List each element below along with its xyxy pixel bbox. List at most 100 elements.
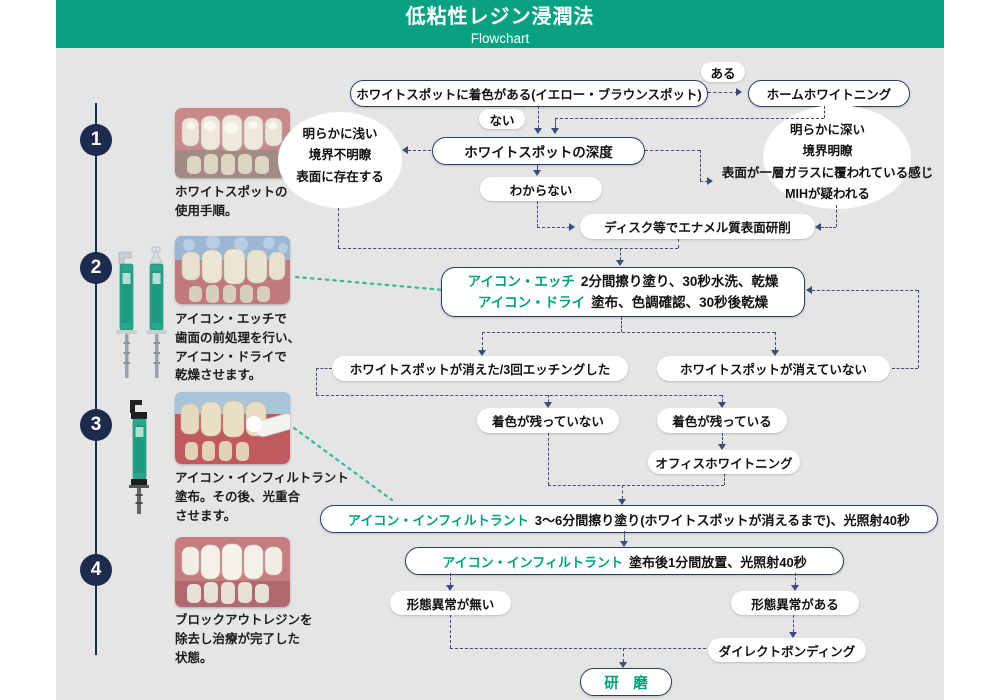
flow-connector <box>450 573 451 585</box>
arrowhead <box>815 223 821 231</box>
arrowhead <box>789 632 797 638</box>
flow-connector <box>482 332 775 333</box>
arrowhead <box>402 146 408 154</box>
photo-step4-finished <box>175 537 290 607</box>
flow-connector <box>824 106 825 118</box>
arrowhead <box>616 260 624 266</box>
arrowhead <box>620 541 628 547</box>
step2-caption: アイコン・エッチで 歯面の前処理を行い、 アイコン・ドライで 乾燥させます。 <box>175 312 301 383</box>
flow-connector <box>722 433 723 444</box>
node-infiltrant-wait: アイコン・インフィルトラント塗布後1分間放置、光照射40秒 <box>405 547 844 575</box>
page-header: 低粘性レジン浸潤法 Flowchart <box>56 0 944 48</box>
flow-connector <box>700 181 708 182</box>
flow-connector <box>548 485 724 486</box>
arrowhead <box>806 286 812 294</box>
step-number-4: 4 <box>80 554 112 586</box>
node-spot-depth: ホワイトスポットの深度 <box>432 137 645 165</box>
flow-connector <box>555 118 556 128</box>
arrowhead <box>707 177 713 185</box>
arrowhead <box>446 585 454 591</box>
step4-caption: ブロックアウトレジンを 除去し治療が完了した 状態。 <box>175 613 313 665</box>
node-start: ホワイトスポットに着色がある(イエロー・ブラウンスポット) <box>350 80 708 107</box>
flow-connector <box>821 227 836 228</box>
arrowhead <box>771 350 779 356</box>
flow-connector <box>623 648 624 662</box>
shallow-bubble <box>278 112 402 208</box>
step-rail-line <box>95 103 97 655</box>
node-spot-gone: ホワイトスポットが消えた/3回エッチングした <box>332 356 628 381</box>
arrowhead <box>534 128 542 134</box>
flow-connector <box>918 290 919 368</box>
arrowhead <box>718 444 726 450</box>
flow-connector <box>450 615 451 648</box>
arrowhead <box>619 662 627 668</box>
shallow-text: 明らかに浅い 境界不明瞭 表面に存在する <box>296 127 384 184</box>
flow-connector <box>892 368 918 369</box>
step-number-3: 3 <box>80 409 112 441</box>
node-office-whitening: オフィスホワイトニング <box>648 450 800 474</box>
step-number-1: 1 <box>80 124 112 156</box>
node-shape-ok: 形態異常が無い <box>390 591 511 615</box>
step1-caption: ホワイトスポットの 使用手順。 <box>175 185 288 218</box>
arrowhead <box>551 128 559 134</box>
flow-connector <box>621 317 622 332</box>
flow-connector <box>645 150 700 151</box>
arrowhead <box>618 499 626 505</box>
flow-connector <box>548 433 549 485</box>
flow-connector <box>775 332 776 350</box>
arrowhead <box>791 585 799 591</box>
photo-step2-etch-gel <box>175 236 290 304</box>
flow-connector <box>812 290 918 291</box>
arrowhead <box>718 402 726 408</box>
arrowhead <box>569 223 575 231</box>
node-home-whitening: ホームホワイトニング <box>748 80 910 107</box>
flow-connector <box>678 239 679 248</box>
node-grind: ディスク等でエナメル質表面研削 <box>580 214 815 239</box>
node-spot-not-gone: ホワイトスポットが消えていない <box>657 356 890 381</box>
flow-connector <box>624 531 625 541</box>
flow-connector <box>620 248 621 260</box>
flow-connector <box>793 615 794 632</box>
node-direct-bonding: ダイレクトボンディング <box>708 638 866 662</box>
flow-connector <box>622 485 623 499</box>
flow-connector <box>537 227 570 228</box>
deep-bubble <box>763 105 911 209</box>
flow-connector <box>555 118 824 119</box>
arrowhead <box>533 170 541 176</box>
flow-connector <box>316 368 332 369</box>
node-stain-none: 着色が残っていない <box>477 408 619 433</box>
flow-connector <box>548 395 549 402</box>
flow-connector <box>708 92 738 93</box>
label-nai: ない <box>479 109 525 129</box>
flow-connector <box>338 208 339 248</box>
arrowhead <box>478 350 486 356</box>
node-stain-remains: 着色が残っている <box>657 408 787 433</box>
flow-connector <box>538 106 539 128</box>
page-subtitle: Flowchart <box>470 31 530 46</box>
flow-connector <box>316 368 317 395</box>
step-number-2: 2 <box>80 252 112 284</box>
flow-connector <box>408 150 431 151</box>
dry-line2: アイコン・ドライ塗布、色調確認、30秒後乾燥 <box>477 295 769 310</box>
deep-text: 明らかに深い 境界明瞭 表面が一層ガラスに覆われている感じ MIHが疑われる <box>721 123 934 201</box>
label-aru: ある <box>701 62 745 82</box>
flow-connector <box>537 201 538 227</box>
flow-connector <box>724 474 725 485</box>
syringe-icon-infiltrant <box>129 400 149 514</box>
flow-connector <box>482 332 483 350</box>
node-shape-ng: 形態異常がある <box>731 591 859 615</box>
flow-connector <box>700 150 701 181</box>
photo-step1-white-spots <box>175 108 290 178</box>
node-unknown: わからない <box>480 177 602 201</box>
syringe-icon-etch-dry <box>116 246 167 378</box>
arrowhead <box>544 402 552 408</box>
flow-connector <box>795 573 796 585</box>
flow-connector <box>836 205 837 227</box>
flow-connector <box>450 648 706 649</box>
node-polish: 研 磨 <box>580 668 672 696</box>
arrowhead <box>736 88 742 96</box>
